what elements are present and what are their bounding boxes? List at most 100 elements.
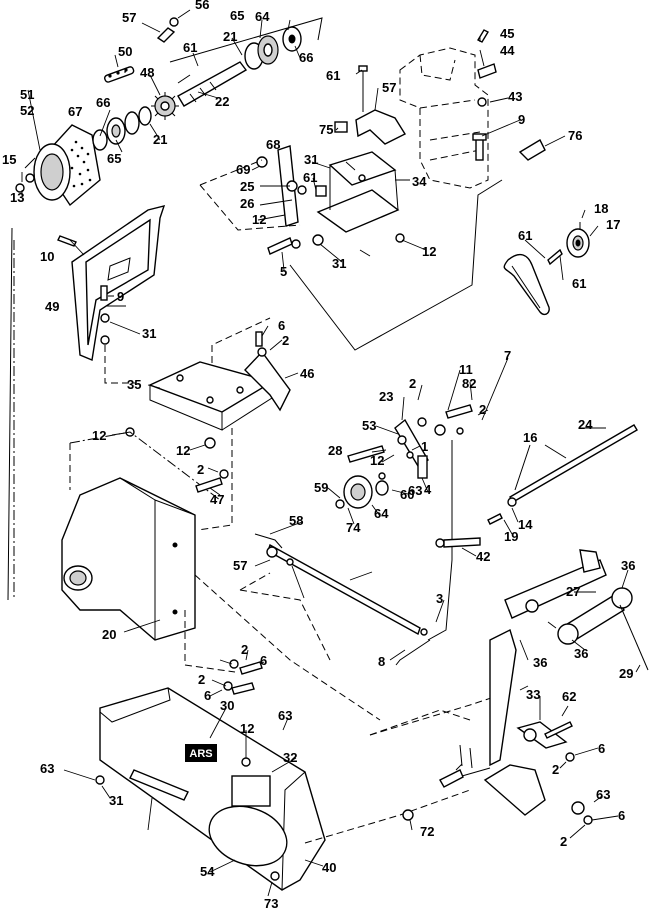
callout-64a: 64 [255, 9, 270, 24]
callout-8: 8 [378, 654, 385, 669]
callout-46: 49 [45, 299, 59, 314]
callout-9b: 9 [117, 289, 124, 304]
callout-63a: 63 [408, 483, 422, 498]
callout-61a: 61 [326, 68, 340, 83]
callout-61d: 63 [278, 708, 292, 723]
callout-14: 14 [518, 517, 533, 532]
callout-2a: 2 [282, 333, 289, 348]
callout-36b: 36 [574, 646, 588, 661]
callout-31d: 31 [109, 793, 123, 808]
top-shaft-assembly [7, 17, 323, 601]
callout-3a: 2 [479, 402, 486, 417]
callout-21b: 21 [153, 132, 167, 147]
callout-36a: 36 [621, 558, 635, 573]
callout-29: 29 [619, 666, 633, 681]
mount-plate [125, 317, 291, 531]
callout-70: 74 [346, 520, 361, 535]
engine-outline [399, 29, 546, 189]
callout-59: 61 [572, 276, 586, 291]
center-linkage [335, 404, 481, 641]
sprocket-icon [151, 92, 179, 120]
callout-41: 44 [500, 43, 515, 58]
callout-20: 20 [102, 627, 116, 642]
nameplate [185, 744, 217, 762]
callout-22: 22 [215, 94, 229, 109]
callout-45: 48 [140, 65, 154, 80]
callout-36c: 36 [533, 655, 547, 670]
callout-33: 33 [526, 687, 540, 702]
callout-4: 4 [424, 482, 432, 497]
callout-35: 35 [127, 377, 141, 392]
callout-26: 26 [240, 196, 254, 211]
callout-37: 40 [322, 860, 336, 875]
callout-48: 51 [20, 87, 34, 102]
callout-17: 17 [606, 217, 620, 232]
callout-15: 15 [2, 152, 16, 167]
callout-30: 30 [220, 698, 234, 713]
chain-icon [104, 66, 135, 83]
side-panel [57, 205, 166, 384]
callout-6e: 6 [618, 808, 625, 823]
callout-53: 57 [122, 10, 136, 25]
callout-5: 5 [280, 264, 287, 279]
callout-55: 57 [233, 558, 247, 573]
bracket-assembly [199, 65, 503, 351]
callout-57b: 60 [400, 487, 414, 502]
callout-31b: 31 [332, 256, 346, 271]
callout-47: 50 [118, 44, 132, 59]
callout-62: 63 [596, 787, 610, 802]
callout-12b: 12 [422, 244, 436, 259]
callout-31c: 31 [142, 326, 156, 341]
callout-27: 27 [566, 584, 580, 599]
callout-61b: 61 [303, 170, 317, 185]
callout-44: 47 [210, 492, 224, 507]
callout-19: 19 [504, 529, 518, 544]
washer-icon [92, 129, 108, 151]
callout-25: 25 [240, 179, 254, 194]
callout-2f: 2 [552, 762, 559, 777]
callout-66b: 67 [68, 104, 82, 119]
callout-42: 45 [500, 26, 514, 41]
drum [33, 124, 101, 207]
callout-12f: 12 [240, 721, 254, 736]
callout-12e: 12 [370, 453, 384, 468]
bottom-cover: ARS [95, 687, 501, 891]
callout-56: 58 [289, 513, 303, 528]
callout-6b: 6 [260, 653, 267, 668]
callout-67: 68 [266, 137, 280, 152]
callout-71: 75 [319, 122, 333, 137]
rod-assembly [487, 424, 638, 525]
callout-13: 13 [10, 190, 24, 205]
callout-68: 69 [236, 162, 250, 177]
callout-21a: 21 [223, 29, 237, 44]
handle-assembly [369, 549, 649, 825]
pulley-and-belt [503, 222, 590, 316]
callout-12c: 12 [92, 428, 106, 443]
callout-58: 61 [183, 40, 197, 55]
callout-6d: 6 [598, 741, 605, 756]
callout-60: 61 [518, 228, 532, 243]
callout-11: 11 [459, 362, 473, 377]
callout-18: 18 [594, 201, 608, 216]
leader-lines [21, 9, 641, 897]
callout-12d: 12 [176, 443, 190, 458]
callout-54: 57 [382, 80, 396, 95]
callout-51: 54 [200, 864, 215, 879]
callout-3b: 3 [436, 591, 443, 606]
callout-2g: 2 [560, 834, 567, 849]
callout-23: 23 [379, 389, 393, 404]
callout-31a: 31 [304, 152, 318, 167]
callout-9a: 9 [518, 112, 525, 127]
gearbox-housing [61, 431, 381, 721]
callout-2e: 2 [198, 672, 205, 687]
callout-24: 24 [578, 417, 593, 432]
callout-65a: 65 [230, 8, 244, 23]
callout-61e: 63 [40, 761, 54, 776]
callout-57a: 59 [314, 480, 328, 495]
callout-2b: 2 [197, 462, 204, 477]
callout-2d: 2 [241, 642, 248, 657]
callout-32: 32 [283, 750, 297, 765]
callout-7: 7 [504, 348, 511, 363]
nameplate-text: ARS [189, 748, 212, 760]
